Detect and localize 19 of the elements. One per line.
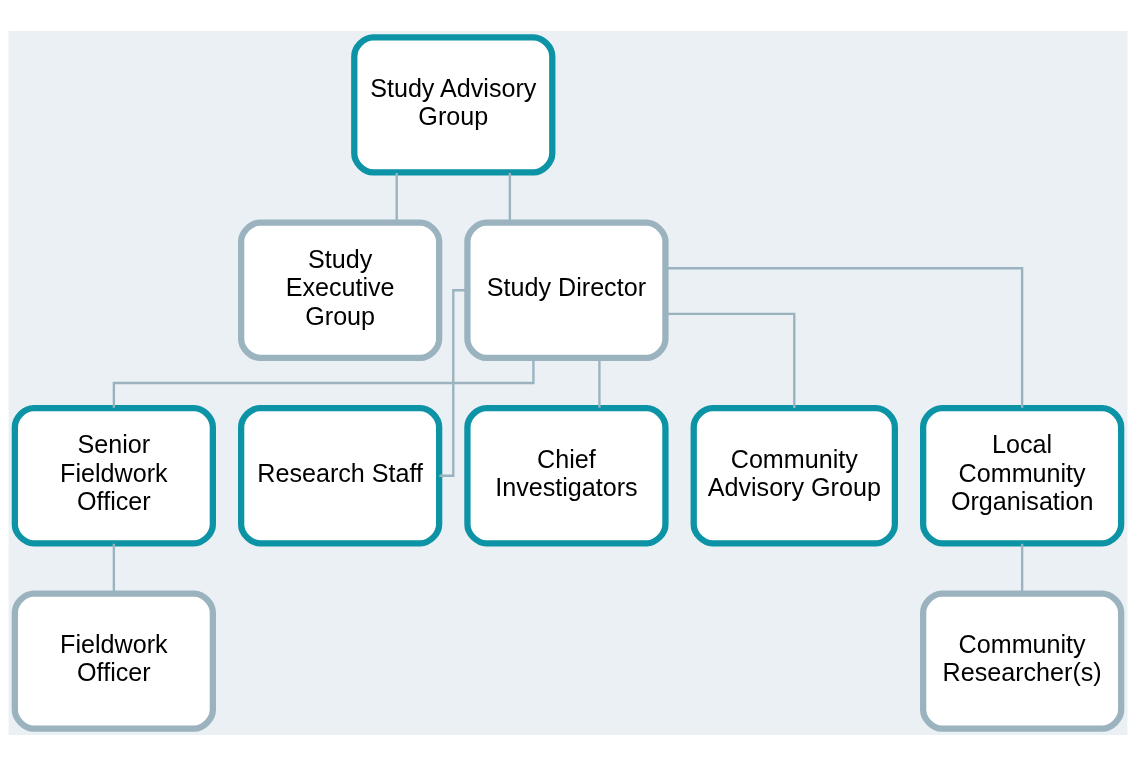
node-box: Research Staff xyxy=(238,405,443,547)
connector xyxy=(395,172,398,223)
node-box: Study Advisory Group xyxy=(351,34,556,176)
node-box: Community Advisory Group xyxy=(690,405,898,547)
connector xyxy=(598,358,601,408)
connector xyxy=(665,312,796,408)
connector xyxy=(112,543,116,594)
node-box: Study Director xyxy=(464,219,669,361)
node-box: Community Researcher(s) xyxy=(920,590,1125,732)
connector xyxy=(112,358,535,408)
connector xyxy=(439,289,468,477)
node-box: Chief Investigators xyxy=(464,405,669,547)
node-box: Local Community Organisation xyxy=(920,405,1125,547)
node-box: Fieldwork Officer xyxy=(11,590,216,732)
node-box: Senior Fieldwork Officer xyxy=(11,405,216,547)
connector xyxy=(508,172,512,223)
node-box: Study Executive Group xyxy=(238,219,443,361)
connector xyxy=(1020,543,1024,594)
connector xyxy=(665,267,1024,408)
